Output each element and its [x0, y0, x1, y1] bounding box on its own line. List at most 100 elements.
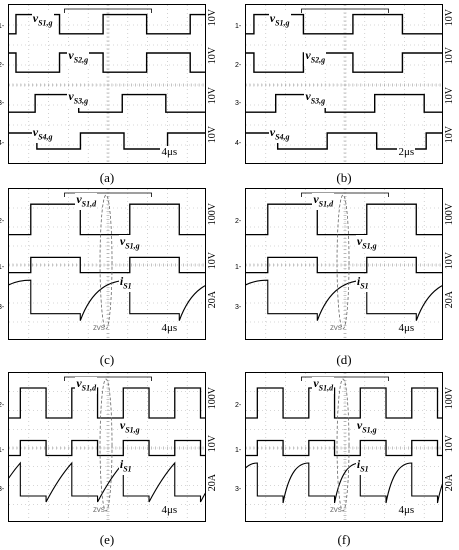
signal-symbol: v: [32, 124, 39, 139]
timebase-label: 4μs: [160, 322, 179, 334]
panel-caption: (b): [336, 170, 352, 185]
channel-marker-3: 3-: [0, 100, 5, 108]
scope-screen: [245, 372, 443, 522]
timebase-label: 4μs: [397, 322, 416, 334]
signal-subscript: S1,d: [81, 382, 97, 392]
panel-caption: (e): [99, 532, 115, 547]
trigger-bracket: [64, 376, 152, 381]
signal-label-3: iS1: [355, 456, 370, 475]
graticule: [9, 189, 204, 338]
signal-label-1: vS1,g: [268, 11, 291, 30]
zvs-marker: [99, 194, 113, 330]
channel-marker-3: 3-: [0, 486, 5, 493]
waveform-plot: [9, 373, 205, 520]
zvs-label: ZVS: [330, 508, 342, 514]
signal-label-4: vS4,g: [268, 125, 291, 143]
scale-label-2: 10V: [207, 47, 218, 65]
gate-trace-2: [9, 52, 205, 73]
scale-label-1: 10V: [207, 8, 218, 27]
gate-trace-3: [9, 93, 205, 113]
graticule: [246, 189, 441, 338]
signal-symbol: v: [305, 47, 311, 62]
waveform-plot: [9, 189, 205, 338]
signal-symbol: v: [313, 375, 319, 390]
drain-voltage-trace: [9, 203, 205, 236]
gate-voltage-trace: [246, 256, 442, 274]
trigger-bracket: [301, 8, 389, 13]
signal-label-1: vS1,g: [31, 12, 54, 30]
trigger-bracket: [301, 376, 389, 381]
signal-label-1: vS1,d: [75, 191, 98, 210]
signal-symbol: i: [356, 456, 361, 471]
channel-marker-2: 1-: [235, 264, 242, 272]
signal-label-2: vS1,g: [355, 234, 378, 253]
scale-label-2: 10V: [444, 251, 455, 270]
signal-symbol: v: [76, 191, 82, 206]
signal-subscript: S1,g: [362, 241, 377, 251]
scale-label-3: 20A: [207, 474, 218, 492]
gate-trace-2: [246, 52, 442, 73]
signal-symbol: v: [356, 417, 363, 432]
signal-label-2: vS1,g: [118, 235, 141, 253]
current-trace: [246, 462, 442, 504]
scope-screen: [8, 188, 206, 340]
timebase-label: 4μs: [160, 504, 179, 516]
channel-marker-1: 2-: [0, 218, 5, 226]
current-trace: [9, 461, 205, 503]
gate-trace-3: [246, 93, 442, 113]
gate-trace-4: [9, 132, 205, 150]
timebase-label: 2μs: [397, 146, 416, 158]
signal-label-3: iS1: [118, 274, 133, 293]
timebase-label: 4μs: [160, 146, 179, 158]
scale-label-2: 10V: [444, 47, 455, 65]
signal-subscript: S1,g: [125, 424, 140, 434]
scale-label-4: 10V: [444, 125, 455, 143]
signal-subscript: S3,g: [310, 96, 326, 106]
signal-subscript: S1: [123, 281, 132, 291]
signal-label-1: vS1,d: [312, 375, 335, 394]
zvs-marker: [336, 194, 350, 330]
signal-subscript: S1,d: [318, 198, 334, 208]
zvs-label: ZVS: [93, 326, 105, 332]
signal-subscript: S1,g: [362, 424, 377, 434]
channel-marker-4: 4-: [0, 140, 5, 148]
scale-label-1: 10V: [444, 8, 455, 27]
gate-voltage-trace: [246, 439, 442, 457]
signal-symbol: v: [76, 375, 82, 390]
signal-subscript: S2,g: [73, 55, 89, 65]
channel-marker-1: 1-: [235, 23, 242, 31]
channel-marker-2: 1-: [235, 447, 242, 454]
panel-caption: (c): [99, 352, 115, 367]
signal-label-2: vS1,g: [118, 418, 141, 436]
scale-label-3: 20A: [444, 291, 455, 309]
gate-trace-1: [9, 13, 205, 35]
signal-label-4: vS4,g: [31, 124, 54, 143]
signal-label-2: vS2,g: [67, 48, 90, 67]
signal-symbol: v: [269, 11, 276, 25]
channel-marker-3: 3-: [235, 303, 242, 311]
scale-label-2: 10V: [444, 435, 455, 453]
signal-label-1: vS1,d: [75, 375, 98, 394]
waveform-plot: [246, 373, 442, 520]
signal-subscript: S1: [360, 463, 369, 473]
zvs-label: ZVS: [93, 508, 105, 514]
current-trace: [9, 279, 205, 321]
panel-caption: (f): [337, 532, 351, 547]
scale-label-2: 10V: [207, 251, 218, 270]
signal-subscript: S4,g: [38, 131, 53, 141]
signal-label-3: vS3,g: [304, 90, 327, 108]
channel-marker-2: 2-: [0, 61, 5, 69]
signal-label-3: vS3,g: [67, 90, 90, 108]
signal-subscript: S1,d: [81, 198, 97, 208]
scale-label-1: 100V: [207, 203, 218, 226]
channel-marker-1: 2-: [235, 402, 242, 409]
channel-marker-1: 2-: [235, 218, 242, 226]
zvs-marker: [336, 378, 350, 512]
signal-label-1: vS1,d: [312, 192, 335, 210]
channel-marker-1: 1-: [0, 23, 5, 31]
signal-subscript: S1,g: [275, 18, 290, 28]
scope-screen: [245, 188, 443, 340]
signal-subscript: S1,g: [125, 241, 140, 251]
signal-symbol: v: [356, 234, 363, 249]
scale-label-3: 20A: [207, 291, 218, 309]
